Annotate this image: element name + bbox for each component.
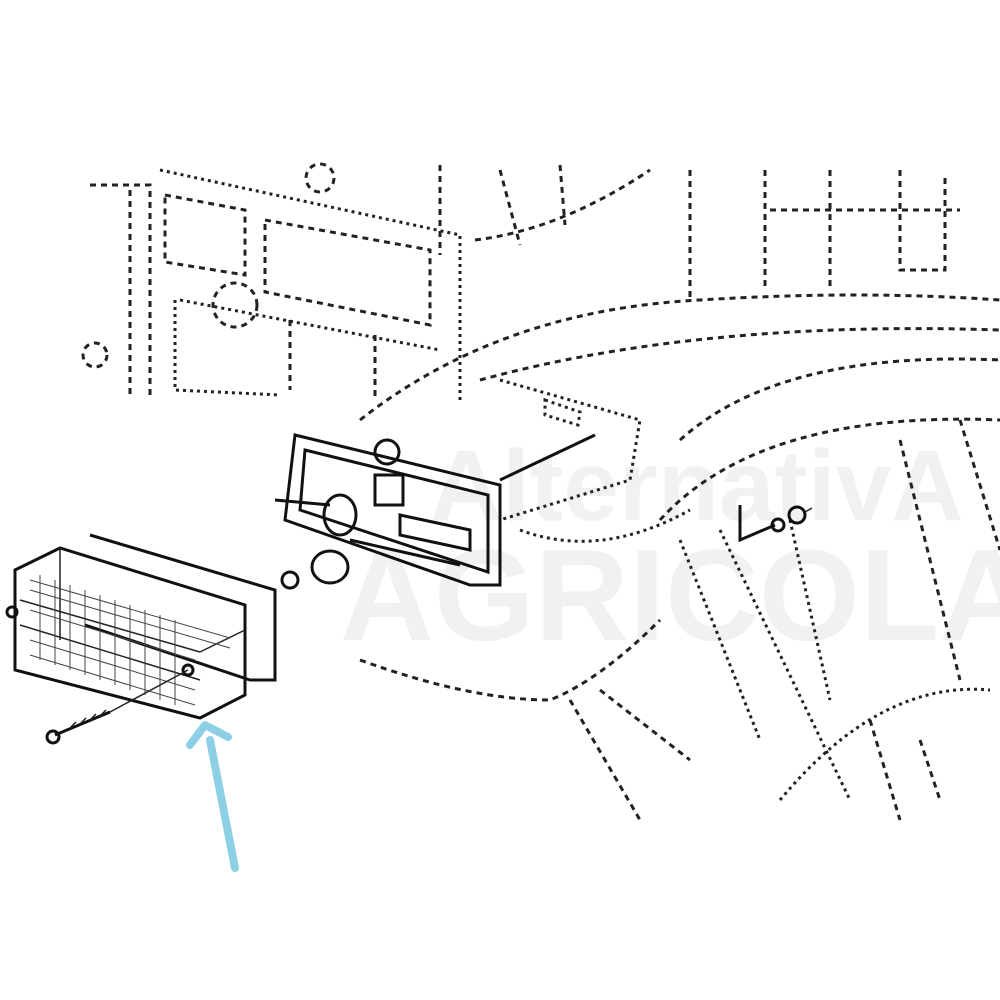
pointer-arrow: [186, 721, 239, 872]
watermark: AlternativA AGRICOLA: [340, 430, 1000, 668]
lamp-housing: [274, 433, 596, 590]
washer-and-nut: [738, 505, 813, 543]
watermark-line1: AlternativA: [430, 430, 963, 542]
tractor-body-outline: [81, 162, 1000, 821]
screw: [45, 669, 189, 745]
lamp-lens: [5, 533, 277, 720]
